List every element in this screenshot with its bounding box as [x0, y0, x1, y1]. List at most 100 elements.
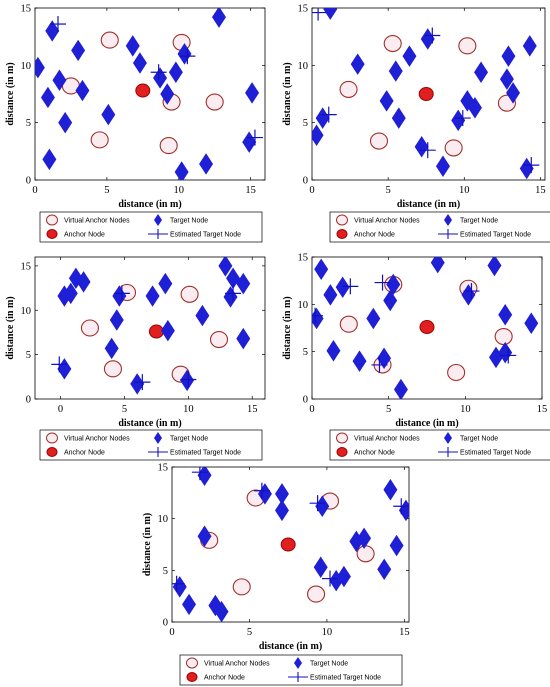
x-tick-label: 10	[460, 404, 471, 415]
legend-entry-label: Anchor Node	[204, 675, 245, 682]
x-tick-label: 5	[386, 404, 391, 415]
legend-entry: Target Node	[444, 432, 498, 444]
virtual-anchor-legend-icon	[46, 432, 58, 444]
legend-entry-label: Virtual Anchor Nodes	[354, 436, 420, 443]
y-tick-label: 0	[303, 395, 308, 406]
anchor-node-marker	[135, 83, 151, 98]
anchor-node-marker	[148, 324, 164, 339]
legend-box	[179, 654, 403, 686]
target-node-marker	[430, 257, 445, 274]
virtual-anchor-marker	[80, 319, 99, 337]
markers	[312, 257, 539, 399]
target-node-marker	[158, 272, 173, 295]
y-axis-label: distance (in m)	[282, 296, 293, 359]
virtual-anchor-marker	[444, 139, 463, 157]
target-node-marker	[40, 86, 55, 109]
target-node-marker	[506, 82, 520, 104]
target-node-marker	[130, 373, 145, 395]
target-node-marker	[212, 8, 226, 28]
anchor-node-legend-icon	[186, 672, 198, 682]
estimated-target-marker	[312, 307, 324, 324]
virtual-anchor-legend-icon	[46, 214, 58, 226]
x-tick-label: 10	[322, 627, 333, 638]
virtual-anchor-legend-icon	[336, 214, 348, 226]
legend-entry-label: Target Node	[310, 661, 348, 668]
target-node-marker	[112, 285, 127, 307]
target-node-marker	[182, 593, 197, 616]
estimated-target-marker	[374, 274, 391, 291]
target-node-marker	[383, 478, 398, 501]
legend-entry: Anchor Node	[46, 229, 105, 239]
y-tick-label: 10	[21, 306, 32, 317]
target-node-marker	[35, 56, 45, 79]
y-tick-label: 10	[298, 300, 309, 311]
legend-entry-label: Anchor Node	[354, 232, 395, 239]
target-node-legend-icon	[294, 657, 302, 669]
virtual-anchor-marker	[205, 93, 224, 111]
target-node-marker	[383, 289, 398, 312]
markers	[312, 8, 540, 180]
virtual-anchor-marker	[103, 360, 122, 378]
y-tick-label: 15	[158, 463, 169, 474]
y-tick-label: 15	[21, 261, 32, 272]
target-node-marker	[125, 35, 140, 57]
y-axis-label: distance (in m)	[142, 513, 153, 576]
estimated-target-marker	[419, 142, 436, 159]
x-tick-label: 15	[247, 404, 258, 415]
target-node-marker	[195, 304, 210, 327]
target-node-marker	[498, 304, 513, 326]
anchor-node-legend-icon	[336, 447, 348, 457]
target-node-marker	[336, 565, 351, 588]
estimated-target-marker	[309, 495, 326, 512]
estimated-target-marker	[320, 106, 337, 123]
x-axis-label: distance (in m)	[397, 199, 460, 210]
estimated-target-marker	[246, 129, 263, 146]
target-node-marker	[474, 61, 489, 83]
virtual-anchor-marker	[100, 31, 119, 49]
virtual-anchor-marker	[339, 80, 358, 98]
target-node-marker	[63, 282, 78, 305]
y-tick-label: 5	[163, 566, 168, 577]
legend-entry: Virtual Anchor Nodes	[336, 214, 420, 226]
y-tick-label: 0	[26, 176, 31, 187]
virtual-anchor-marker	[494, 327, 513, 346]
x-tick-label: 15	[535, 185, 546, 196]
target-node-marker	[386, 273, 401, 296]
target-node-marker	[109, 309, 124, 331]
x-tick-label: 0	[309, 185, 314, 196]
legend-entry-label: Estimated Target Node	[170, 232, 241, 239]
anchor-node-marker	[280, 537, 296, 552]
y-tick-label: 5	[303, 347, 308, 358]
virtual-anchor-marker	[209, 330, 229, 349]
x-tick-label: 0	[58, 404, 63, 415]
target-node-marker	[350, 53, 365, 75]
legend-entry-label: Target Node	[170, 218, 208, 225]
target-node-marker	[42, 148, 57, 171]
y-tick-label: 15	[298, 253, 309, 264]
target-node-marker	[180, 369, 195, 392]
legend-box	[329, 429, 550, 461]
y-axis-label: distance (in m)	[282, 62, 293, 125]
legend-box	[39, 429, 263, 461]
target-node-marker	[388, 60, 403, 82]
target-node-marker	[75, 79, 90, 102]
legend-entry-label: Anchor Node	[64, 450, 105, 457]
x-axis-label: distance (in m)	[118, 418, 181, 429]
legend-entry-label: Target Node	[170, 436, 208, 443]
target-node-marker	[168, 61, 183, 83]
estimated-target-marker	[180, 371, 197, 388]
virtual-anchor-marker	[458, 37, 477, 55]
anchor-node-legend-icon	[46, 229, 58, 239]
y-tick-label: 5	[303, 118, 308, 129]
estimated-target-marker	[322, 570, 338, 587]
legend-entry: Virtual Anchor Nodes	[46, 432, 130, 444]
estimated-target-marker	[393, 498, 409, 515]
target-node-marker	[313, 556, 328, 578]
legend-entry: Anchor Node	[46, 447, 105, 457]
target-node-marker	[389, 534, 404, 557]
target-node-marker	[52, 69, 67, 91]
target-node-marker	[199, 153, 214, 175]
